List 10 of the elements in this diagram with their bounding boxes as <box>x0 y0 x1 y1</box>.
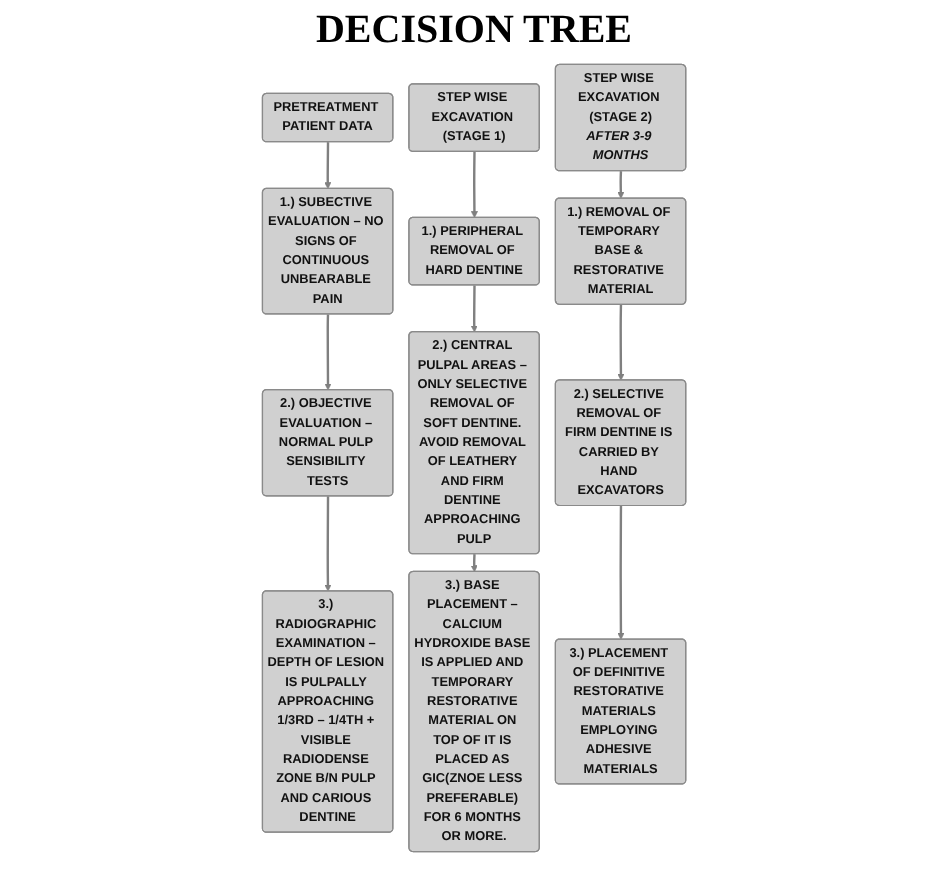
arrow <box>617 171 625 199</box>
arrow <box>324 496 332 592</box>
arrow <box>324 314 332 391</box>
arrow <box>470 554 478 573</box>
arrow <box>617 505 625 640</box>
arrow <box>470 151 478 219</box>
diagram-title: DECISION TREE <box>315 8 633 54</box>
arrow <box>470 285 478 333</box>
arrow <box>617 304 625 381</box>
arrow <box>324 142 332 190</box>
